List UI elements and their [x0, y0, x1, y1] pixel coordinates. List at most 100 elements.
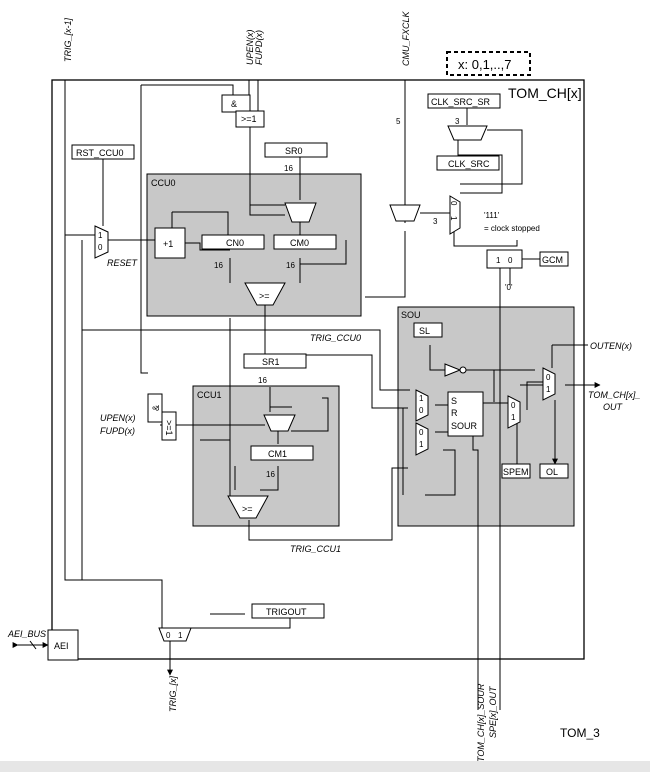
trigout-register: TRIGOUT [251, 603, 325, 619]
latch-r: R [451, 408, 458, 418]
inverter [444, 363, 462, 377]
outen-label: OUTEN(x) [590, 341, 632, 351]
clock-stop-text: = clock stopped [484, 224, 540, 233]
ccu1-label: CCU1 [197, 390, 222, 400]
signal-labels: TRIG_[x-1] UPEN(x) FUPD(x) CMU_FXCLK TRI… [7, 10, 640, 762]
bus-fxclk: 5 [396, 117, 401, 126]
aei-bus-label: AEI_BUS [7, 629, 46, 639]
bus-clk-mux: 3 [433, 217, 438, 226]
gcm-mux [486, 249, 523, 269]
cm0-label: CM0 [290, 238, 309, 248]
reset-mux-in1: 1 [98, 231, 103, 240]
trig-mux-1: 1 [178, 631, 183, 640]
trig-x-label: TRIG_[x] [168, 675, 178, 712]
cn0-label: CN0 [226, 238, 244, 248]
trig-mux-0: 0 [166, 631, 171, 640]
reset-mux-in0: 0 [98, 243, 103, 252]
fupd-left-label: FUPD(x) [100, 426, 135, 436]
upen-left-label: UPEN(x) [100, 413, 136, 423]
increment-label: +1 [163, 239, 173, 249]
increment-box [154, 227, 186, 259]
sr0-label: SR0 [285, 146, 303, 156]
aei-label: AEI [54, 641, 69, 651]
cmu-fxclk-label: CMU_FXCLK [401, 10, 411, 66]
sou-mux-top-1: 1 [419, 394, 424, 403]
out-mux-0: 0 [546, 373, 551, 382]
rst-ccu0-register: RST_CCU0 [71, 144, 135, 160]
clock-stop-code: '111' [484, 211, 500, 220]
clk-src-mux [447, 125, 488, 141]
cm0-register: CM0 [273, 234, 337, 250]
clk-src-label: CLK_SRC [448, 159, 490, 169]
gcm-register: GCM [539, 251, 569, 267]
or-gate-top-label: >=1 [241, 114, 257, 124]
bus-cn0: 16 [214, 261, 223, 270]
or-gate-top [235, 110, 265, 128]
bottom-scroll-bar [0, 761, 650, 772]
sr-latch [447, 391, 484, 437]
reset-mux [94, 225, 109, 259]
trig-ccu0-label: TRIG_CCU0 [310, 333, 361, 343]
gcm-mux-1: 1 [496, 256, 501, 265]
figure-id: TOM_3 [560, 726, 600, 740]
and-gate-left [147, 393, 163, 423]
fxclk-mux [389, 204, 421, 222]
and-gate-left-label: & [151, 405, 161, 411]
index-note: x: 0,1,..,7 [458, 57, 511, 72]
trigout-label: TRIGOUT [266, 607, 307, 617]
ccu0-label: CCU0 [151, 178, 176, 188]
compare-ccu0 [244, 282, 286, 306]
clock-stop-mux-1: 1 [449, 216, 458, 221]
cm0-select-mux [284, 202, 317, 223]
out-mux-1: 1 [546, 385, 551, 394]
sr1-register: SR1 [243, 353, 307, 369]
sou-block [397, 306, 575, 527]
latch-sour: SOUR [451, 421, 478, 431]
spe-mux-1: 1 [511, 413, 516, 422]
gcm-label: GCM [542, 255, 563, 265]
sou-mux-bottom-1: 1 [419, 440, 424, 449]
sou-mux-bottom [415, 422, 429, 456]
ol-register: OL [539, 463, 569, 479]
clock-stop-mux-0: 0 [449, 201, 458, 206]
reset-label: RESET [107, 258, 139, 268]
bus-sr1: 16 [258, 376, 267, 385]
bus-clk-src: 3 [455, 117, 460, 126]
spem-label: SPEM [503, 467, 529, 477]
or-gate-left [161, 411, 177, 441]
and-gate-top-label: & [231, 99, 237, 109]
sl-label: SL [419, 326, 430, 336]
clk-src-sr-label: CLK_SRC_SR [431, 97, 491, 107]
out-label-1: TOM_CH[x]_ [588, 390, 640, 400]
rst-ccu0-label: RST_CCU0 [76, 148, 124, 158]
out-mux [542, 367, 556, 401]
sou-mux-bottom-0: 0 [419, 428, 424, 437]
out-label-2: OUT [603, 402, 624, 412]
compare-ccu1-label: >= [242, 504, 253, 514]
compare-ccu0-label: >= [259, 291, 270, 301]
cm1-select-mux [263, 414, 296, 432]
sr0-register: SR0 [264, 142, 328, 158]
clock-stop-mux [449, 195, 461, 235]
compare-ccu1 [227, 495, 269, 519]
gcm-mux-0: 0 [508, 256, 513, 265]
sou-mux-top-0: 0 [419, 406, 424, 415]
bus-cm1: 16 [266, 470, 275, 479]
inverter-bubble [459, 366, 467, 374]
cm1-register: CM1 [250, 445, 314, 461]
or-gate-left-label: >=1 [164, 420, 174, 436]
index-note-box [446, 51, 531, 76]
trig-out-mux [158, 627, 192, 642]
spe-out-label: SPE[x]_OUT [488, 685, 498, 738]
aei-block: AEI [47, 629, 79, 661]
sou-mux-top [415, 389, 429, 422]
bus-cm0: 16 [286, 261, 295, 270]
spe-mux-0: 0 [511, 401, 516, 410]
zero-const: '0' [505, 283, 513, 292]
cm1-label: CM1 [268, 449, 287, 459]
clk-src-sr-register: CLK_SRC_SR [427, 93, 501, 109]
ol-label: OL [546, 467, 558, 477]
upen-top-label: UPEN(x) [245, 29, 255, 65]
tom-sour-label: TOM_CH[x]_SOUR [476, 683, 486, 762]
